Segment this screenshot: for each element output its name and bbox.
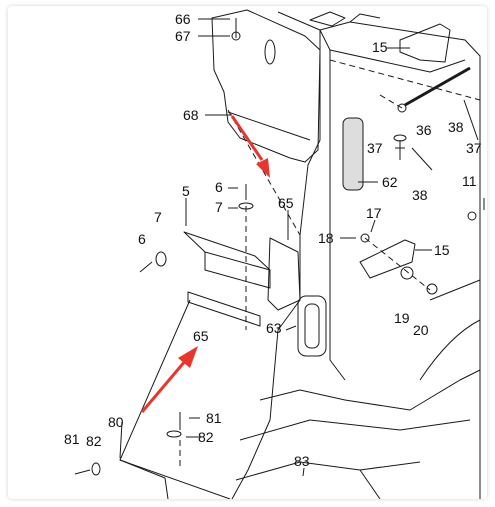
label-38-top: 38 xyxy=(448,119,464,135)
label-5: 5 xyxy=(182,183,190,199)
exploded-parts-diagram: 66 67 68 15 36 38 37 37 62 38 11 5 6 7 6… xyxy=(64,9,485,499)
label-82-left: 82 xyxy=(86,433,102,449)
label-81-right: 81 xyxy=(206,410,222,426)
red-arrows xyxy=(140,115,270,413)
label-68: 68 xyxy=(183,107,199,123)
part-number-labels: 66 67 68 15 36 38 37 37 62 38 11 5 6 7 6… xyxy=(64,11,482,469)
label-7-left: 7 xyxy=(154,209,162,225)
label-65-lower: 65 xyxy=(193,328,209,344)
label-15-mid: 15 xyxy=(434,242,450,258)
label-66: 66 xyxy=(175,11,191,27)
label-7-upper: 7 xyxy=(215,199,223,215)
drawing-lines xyxy=(74,9,485,499)
label-15-top: 15 xyxy=(372,39,388,55)
label-17: 17 xyxy=(366,205,382,221)
label-62: 62 xyxy=(382,174,398,190)
label-20: 20 xyxy=(413,322,429,338)
label-37-left: 37 xyxy=(367,140,383,156)
label-80: 80 xyxy=(108,414,124,430)
label-67: 67 xyxy=(175,28,191,44)
label-83: 83 xyxy=(294,453,310,469)
label-19: 19 xyxy=(394,310,410,326)
label-63: 63 xyxy=(266,320,282,336)
diagram-frame: 66 67 68 15 36 38 37 37 62 38 11 5 6 7 6… xyxy=(8,6,487,499)
label-18: 18 xyxy=(318,230,334,246)
label-36: 36 xyxy=(416,122,432,138)
label-6-upper: 6 xyxy=(215,179,223,195)
label-81-left: 81 xyxy=(64,431,80,447)
label-37-right: 37 xyxy=(466,140,482,156)
label-82-right: 82 xyxy=(198,429,214,445)
label-65-upper: 65 xyxy=(278,195,294,211)
label-38-mid: 38 xyxy=(412,187,428,203)
label-11: 11 xyxy=(462,173,477,189)
label-6-left: 6 xyxy=(138,231,146,247)
